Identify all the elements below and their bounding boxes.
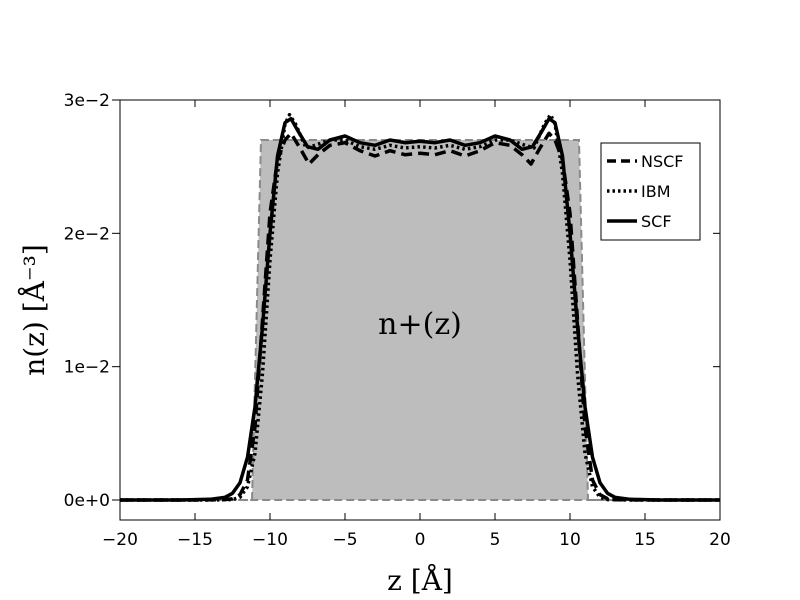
- legend-ibm-label: IBM: [641, 182, 671, 201]
- series-line-scf: [120, 116, 720, 502]
- y-tick-label: 2e−2: [64, 224, 110, 244]
- x-tick-label: 5: [490, 530, 501, 550]
- y-tick-label: 0e+0: [64, 491, 110, 511]
- y-axis-title: n(z) [Å⁻³]: [18, 244, 51, 376]
- y-tick-label: 3e−2: [64, 91, 110, 111]
- x-axis-title: z [Å]: [387, 564, 453, 597]
- legend-nscf-label: NSCF: [641, 152, 684, 171]
- annotation-n-plus: n+(z): [378, 307, 462, 342]
- x-tick-label: 10: [559, 530, 581, 550]
- x-tick-label: 20: [709, 530, 731, 550]
- plot-area: [120, 112, 720, 502]
- series-line-ibm: [120, 112, 720, 502]
- x-tick-label: −20: [102, 530, 138, 550]
- legend: NSCF IBM SCF: [600, 142, 701, 241]
- x-tick-label: 0: [415, 530, 426, 550]
- axis-ticks: −20 −15 −10 −5 0 5 10 15 20 0e+0 1e−2 2e−2 3e−2: [64, 91, 731, 550]
- x-tick-label: −15: [177, 530, 213, 550]
- x-tick-label: −5: [332, 530, 357, 550]
- y-tick-label: 1e−2: [64, 358, 110, 378]
- x-tick-label: 15: [634, 530, 656, 550]
- x-tick-label: −10: [252, 530, 288, 550]
- legend-scf-label: SCF: [641, 212, 672, 231]
- legend-box: [600, 142, 701, 241]
